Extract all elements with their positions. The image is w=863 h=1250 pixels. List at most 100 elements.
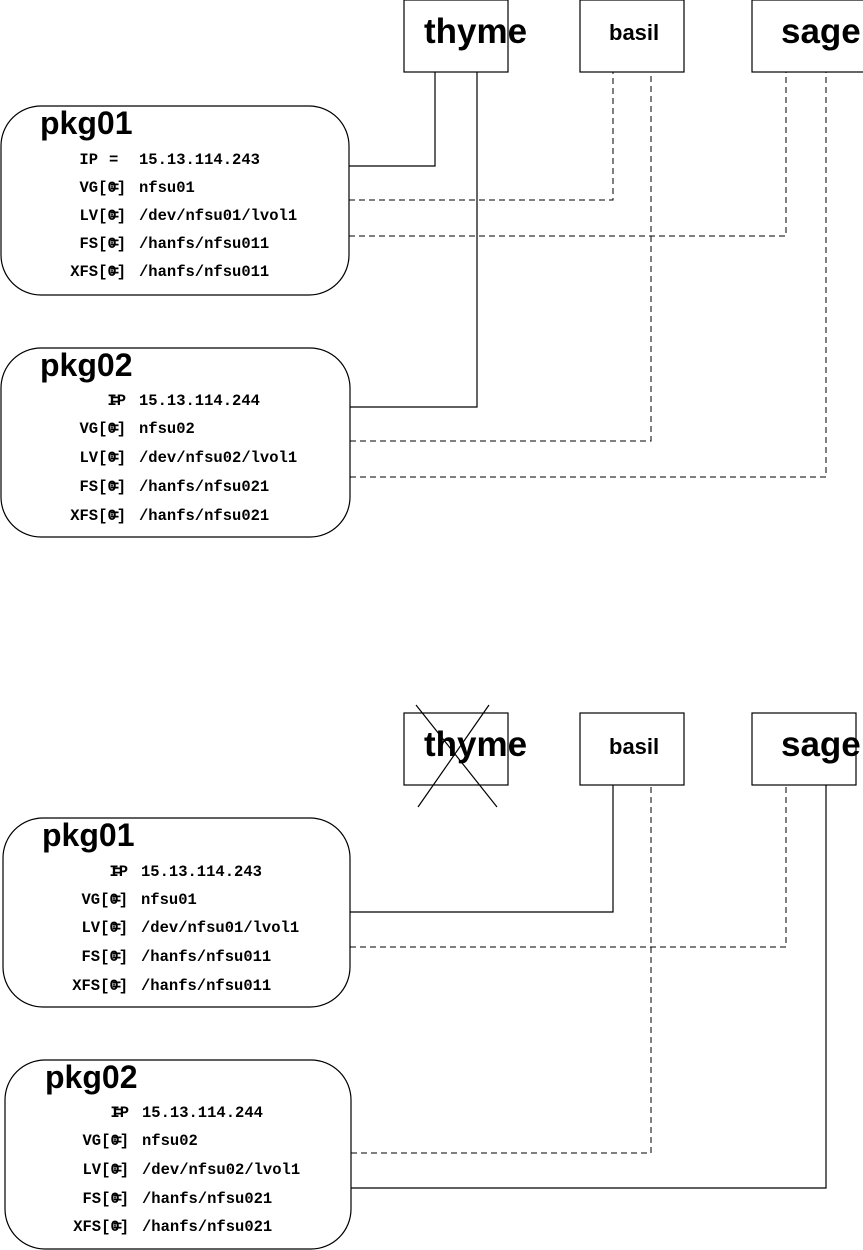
attr-key-fs: FS[0] bbox=[81, 948, 128, 966]
package-title: pkg02 bbox=[45, 1059, 137, 1095]
attr-key-xfs: XFS[0] bbox=[70, 507, 126, 525]
package-pkg01-top: pkg01 IP = 15.13.114.243 VG[0] = nfsu01 … bbox=[0, 105, 350, 296]
attr-value-xfs: /hanfs/nfsu011 bbox=[139, 263, 269, 281]
attr-value-ip: 15.13.114.244 bbox=[142, 1104, 263, 1122]
attr-key-ip: IP bbox=[107, 392, 126, 410]
node-thyme-label: thyme bbox=[424, 12, 527, 51]
attr-key-ip: IP bbox=[110, 1104, 129, 1122]
attr-value-fs: /hanfs/nfsu021 bbox=[142, 1190, 272, 1208]
cross-mark bbox=[415, 704, 498, 808]
node-basil-box bbox=[579, 712, 685, 786]
attr-value-lv: /dev/nfsu01/lvol1 bbox=[141, 919, 299, 937]
connector-pkg01-basil bbox=[350, 785, 614, 913]
package-pkg02-bottom: pkg02 IP = 15.13.114.244 VG[0] = nfsu02 … bbox=[4, 1059, 352, 1250]
attr-value-ip: 15.13.114.244 bbox=[139, 392, 260, 410]
attr-eq-ip: = bbox=[110, 392, 119, 410]
attr-eq-lv: = bbox=[112, 919, 121, 937]
attr-eq-fs: = bbox=[113, 1190, 122, 1208]
attr-key-vg: VG[0] bbox=[79, 179, 126, 197]
node-thyme-top: thyme bbox=[403, 0, 527, 73]
package-pkg01-bottom: pkg01 IP = 15.13.114.243 VG[0] = nfsu01 … bbox=[2, 817, 351, 1008]
connector-pkg02-sage bbox=[350, 72, 827, 478]
connector-pkg01-sage bbox=[349, 72, 787, 237]
attr-value-vg: nfsu01 bbox=[141, 891, 197, 909]
connector-pkg01-basil bbox=[349, 72, 614, 201]
node-thyme-bottom-failed: thyme bbox=[403, 704, 527, 808]
attr-eq-ip: = bbox=[113, 1104, 122, 1122]
package-pkg02-top: pkg02 IP = 15.13.114.244 VG[0] = nfsu02 … bbox=[0, 347, 351, 538]
package-title: pkg02 bbox=[40, 347, 132, 383]
attr-key-xfs: XFS[0] bbox=[72, 977, 128, 995]
attr-value-xfs: /hanfs/nfsu021 bbox=[142, 1218, 272, 1236]
connector-pkg02-sage bbox=[351, 785, 827, 1189]
node-sage-box bbox=[751, 712, 857, 786]
connector-pkg02-thyme bbox=[350, 72, 478, 408]
attr-key-fs: FS[0] bbox=[82, 1190, 129, 1208]
attr-eq-lv: = bbox=[110, 207, 119, 225]
node-thyme-box bbox=[403, 712, 509, 786]
attr-value-xfs: /hanfs/nfsu011 bbox=[141, 977, 271, 995]
attr-value-lv: /dev/nfsu02/lvol1 bbox=[139, 449, 297, 467]
node-basil-top: basil bbox=[579, 0, 685, 73]
node-sage-top: sage bbox=[751, 0, 863, 73]
attr-key-lv: LV[0] bbox=[82, 1161, 129, 1179]
connector-pkg01-sage bbox=[350, 785, 787, 948]
attr-key-fs: FS[0] bbox=[79, 478, 126, 496]
attr-eq-fs: = bbox=[110, 235, 119, 253]
attr-key-lv: LV[0] bbox=[79, 207, 126, 225]
attr-eq-vg: = bbox=[112, 891, 121, 909]
node-sage-label: sage bbox=[781, 12, 861, 51]
node-thyme-label: thyme bbox=[424, 725, 527, 764]
attr-key-vg: VG[0] bbox=[79, 420, 126, 438]
attr-eq-vg: = bbox=[110, 420, 119, 438]
attr-key-ip: IP bbox=[79, 151, 98, 169]
attr-eq-lv: = bbox=[113, 1161, 122, 1179]
attr-key-ip: IP bbox=[109, 863, 128, 881]
attr-eq: = bbox=[109, 151, 118, 169]
package-box bbox=[0, 347, 351, 538]
attr-eq-lv: = bbox=[110, 449, 119, 467]
connectors-bottom bbox=[350, 785, 827, 1189]
attr-value-vg: nfsu02 bbox=[139, 420, 195, 438]
attr-eq-vg: = bbox=[113, 1132, 122, 1150]
attr-key-xfs: XFS[0] bbox=[73, 1218, 129, 1236]
attr-eq-xfs: = bbox=[112, 977, 121, 995]
node-thyme-box bbox=[403, 0, 509, 73]
node-basil-box bbox=[579, 0, 685, 73]
node-basil-label: basil bbox=[609, 20, 659, 45]
node-sage-label: sage bbox=[781, 725, 861, 764]
package-box bbox=[4, 1059, 352, 1250]
attr-eq-fs: = bbox=[112, 948, 121, 966]
package-title: pkg01 bbox=[42, 817, 134, 853]
attr-value-lv: /dev/nfsu01/lvol1 bbox=[139, 207, 297, 225]
attr-value-xfs: /hanfs/nfsu021 bbox=[139, 507, 269, 525]
attr-value-vg: nfsu02 bbox=[142, 1132, 198, 1150]
connector-pkg02-basil bbox=[351, 785, 652, 1154]
attr-eq-fs: = bbox=[110, 478, 119, 496]
attr-key-lv: LV[0] bbox=[81, 919, 128, 937]
node-basil-bottom: basil bbox=[579, 712, 685, 786]
node-basil-label: basil bbox=[609, 734, 659, 759]
attr-value-fs: /hanfs/nfsu011 bbox=[141, 948, 271, 966]
attr-value-ip: 15.13.114.243 bbox=[141, 863, 262, 881]
attr-key-xfs: XFS[0] bbox=[70, 263, 126, 281]
attr-value-fs: /hanfs/nfsu011 bbox=[139, 235, 269, 253]
attr-eq-xfs: = bbox=[110, 507, 119, 525]
connector-pkg01-thyme bbox=[349, 72, 436, 167]
attr-eq-xfs: = bbox=[110, 263, 119, 281]
cross-mark bbox=[417, 704, 490, 808]
attr-key-fs: FS[0] bbox=[79, 235, 126, 253]
attr-eq-xfs: = bbox=[113, 1218, 122, 1236]
attr-eq-vg: = bbox=[110, 179, 119, 197]
node-sage-bottom: sage bbox=[751, 712, 861, 786]
attr-key-vg: VG[0] bbox=[81, 891, 128, 909]
top-diagram: thyme basil sage pkg01 IP = 15.13.114.24… bbox=[0, 0, 863, 538]
bottom-diagram: thyme basil sage pkg01 IP = 15.13.114.24… bbox=[2, 704, 861, 1250]
attr-value-vg: nfsu01 bbox=[139, 179, 195, 197]
attr-key-lv: LV[0] bbox=[79, 449, 126, 467]
connectors-top bbox=[349, 72, 827, 478]
node-sage-box bbox=[751, 0, 863, 73]
attr-value-lv: /dev/nfsu02/lvol1 bbox=[142, 1161, 300, 1179]
package-title: pkg01 bbox=[40, 105, 132, 141]
